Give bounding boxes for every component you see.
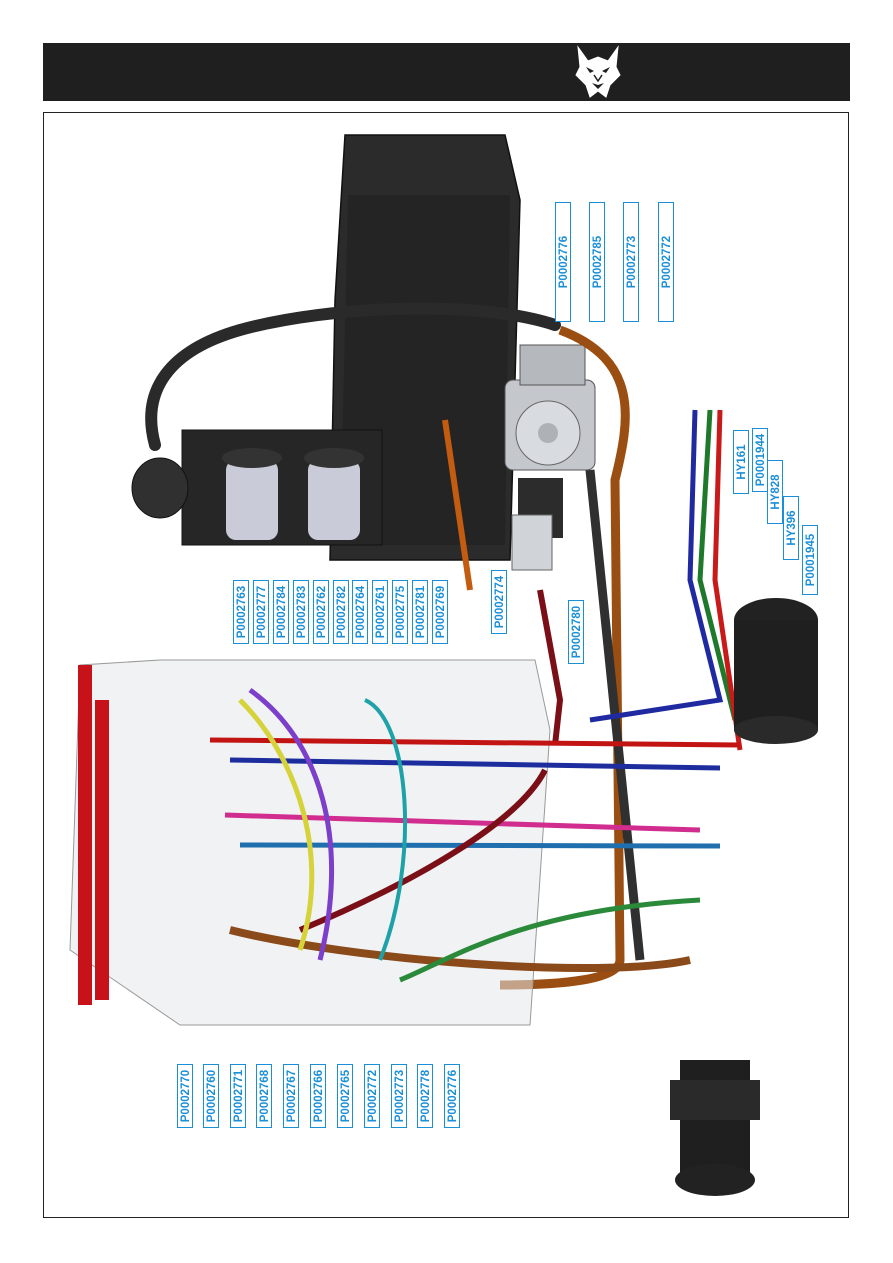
part-label: P0001944 xyxy=(752,428,768,492)
part-label: P0002785 xyxy=(589,202,605,322)
part-label: P0002776 xyxy=(555,202,571,322)
part-label: P0002770 xyxy=(177,1064,193,1128)
part-label: HY828 xyxy=(767,460,783,524)
part-label: P0002764 xyxy=(352,580,368,644)
part-label: P0002780 xyxy=(568,600,584,664)
part-label: P0002778 xyxy=(417,1064,433,1128)
part-label: P0002765 xyxy=(337,1064,353,1128)
part-label: HY161 xyxy=(733,430,749,494)
part-label: P0002773 xyxy=(391,1064,407,1128)
part-label: P0002774 xyxy=(491,570,507,634)
part-label: P0002782 xyxy=(333,580,349,644)
part-label: P0002781 xyxy=(412,580,428,644)
part-label: P0002771 xyxy=(230,1064,246,1128)
wolf-head-icon xyxy=(575,45,621,98)
part-label: HY396 xyxy=(783,496,799,560)
part-label: P0002777 xyxy=(253,580,269,644)
part-label: P0002775 xyxy=(392,580,408,644)
part-label: P0002769 xyxy=(432,580,448,644)
part-label: P0002762 xyxy=(313,580,329,644)
part-label: P0002761 xyxy=(372,580,388,644)
part-label: P0002783 xyxy=(293,580,309,644)
part-label: P0002767 xyxy=(283,1064,299,1128)
part-label: P0002760 xyxy=(203,1064,219,1128)
header-bar xyxy=(43,43,850,101)
part-label: P0002772 xyxy=(364,1064,380,1128)
diagram-frame xyxy=(43,112,849,1218)
part-label: P0002768 xyxy=(256,1064,272,1128)
part-label: P0002772 xyxy=(658,202,674,322)
part-label: P0002784 xyxy=(273,580,289,644)
part-label: P0001945 xyxy=(802,525,818,595)
part-label: P0002776 xyxy=(444,1064,460,1128)
part-label: P0002766 xyxy=(310,1064,326,1128)
part-label: P0002763 xyxy=(233,580,249,644)
part-label: P0002773 xyxy=(623,202,639,322)
